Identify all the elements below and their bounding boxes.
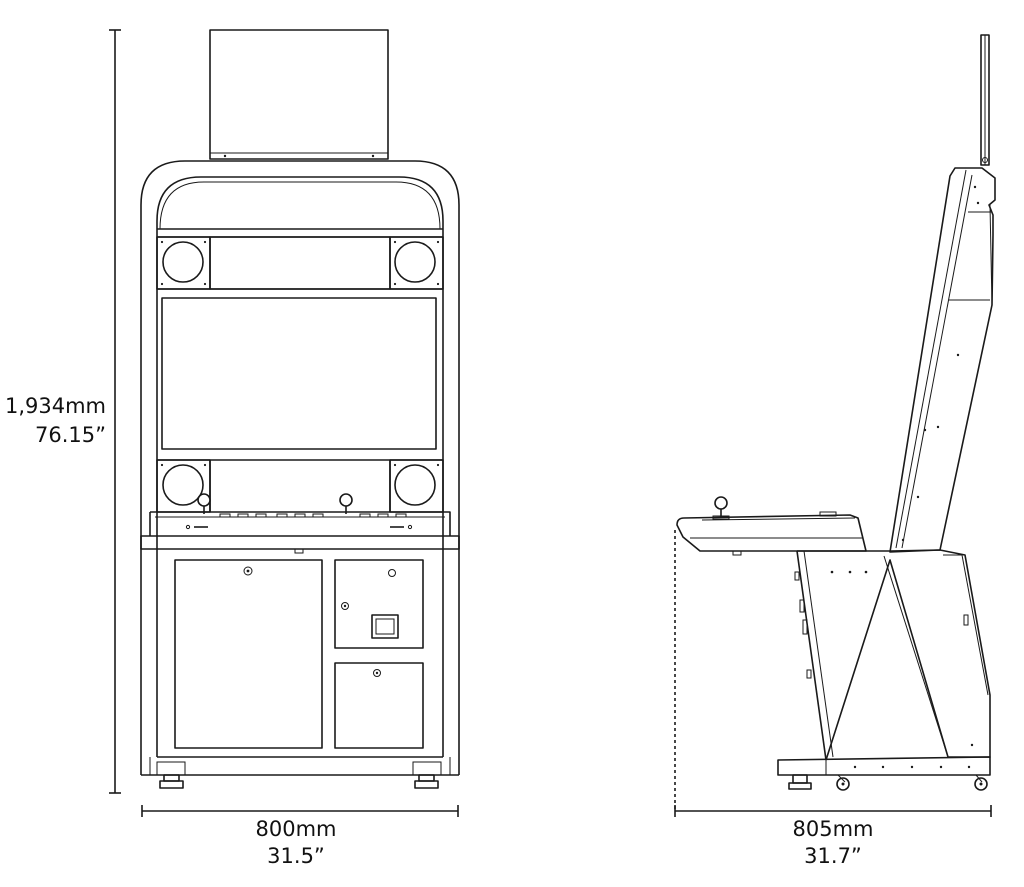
height-metric-label: 1,934mm [5,394,106,418]
speaker-bottom-left [162,464,204,506]
front-door-left [174,559,323,749]
leveler-foot-side [788,774,812,790]
front-width-metric-label: 800mm [256,817,337,841]
cash-box-door [334,662,424,749]
front-width-imperial-label: 31.5” [267,844,325,868]
caster-front [836,774,850,791]
joystick-player-2 [339,493,353,514]
leveler-foot-right [412,761,442,789]
joystick-player-1 [197,493,211,514]
upper-body-side [889,167,996,553]
joystick-side [712,496,730,520]
cabinet-side-view [674,34,996,811]
coin-door [334,559,424,649]
front-width-dimension: 800mm 31.5” [141,805,459,868]
speaker-top-left [162,241,204,283]
coin-slot [371,614,399,639]
lower-body-side [797,549,991,761]
marquee-panel [209,29,389,160]
base-rail-side [777,756,991,776]
cabinet-frame [140,160,460,549]
caster-rear [974,774,988,791]
side-depth-imperial-label: 31.7” [804,844,862,868]
button-row [219,513,407,518]
side-depth-dimension: 805mm 31.7” [674,805,992,868]
cabinet-front-view [140,29,460,789]
leveler-foot-left [156,761,186,789]
speaker-top-right [394,241,436,283]
control-panel [140,511,460,550]
height-dimension: 1,934mm 76.15” [5,29,121,794]
height-imperial-label: 76.15” [35,423,106,447]
speaker-bottom-right [394,464,436,506]
monitor-screen [161,297,437,450]
side-depth-metric-label: 805mm [793,817,874,841]
